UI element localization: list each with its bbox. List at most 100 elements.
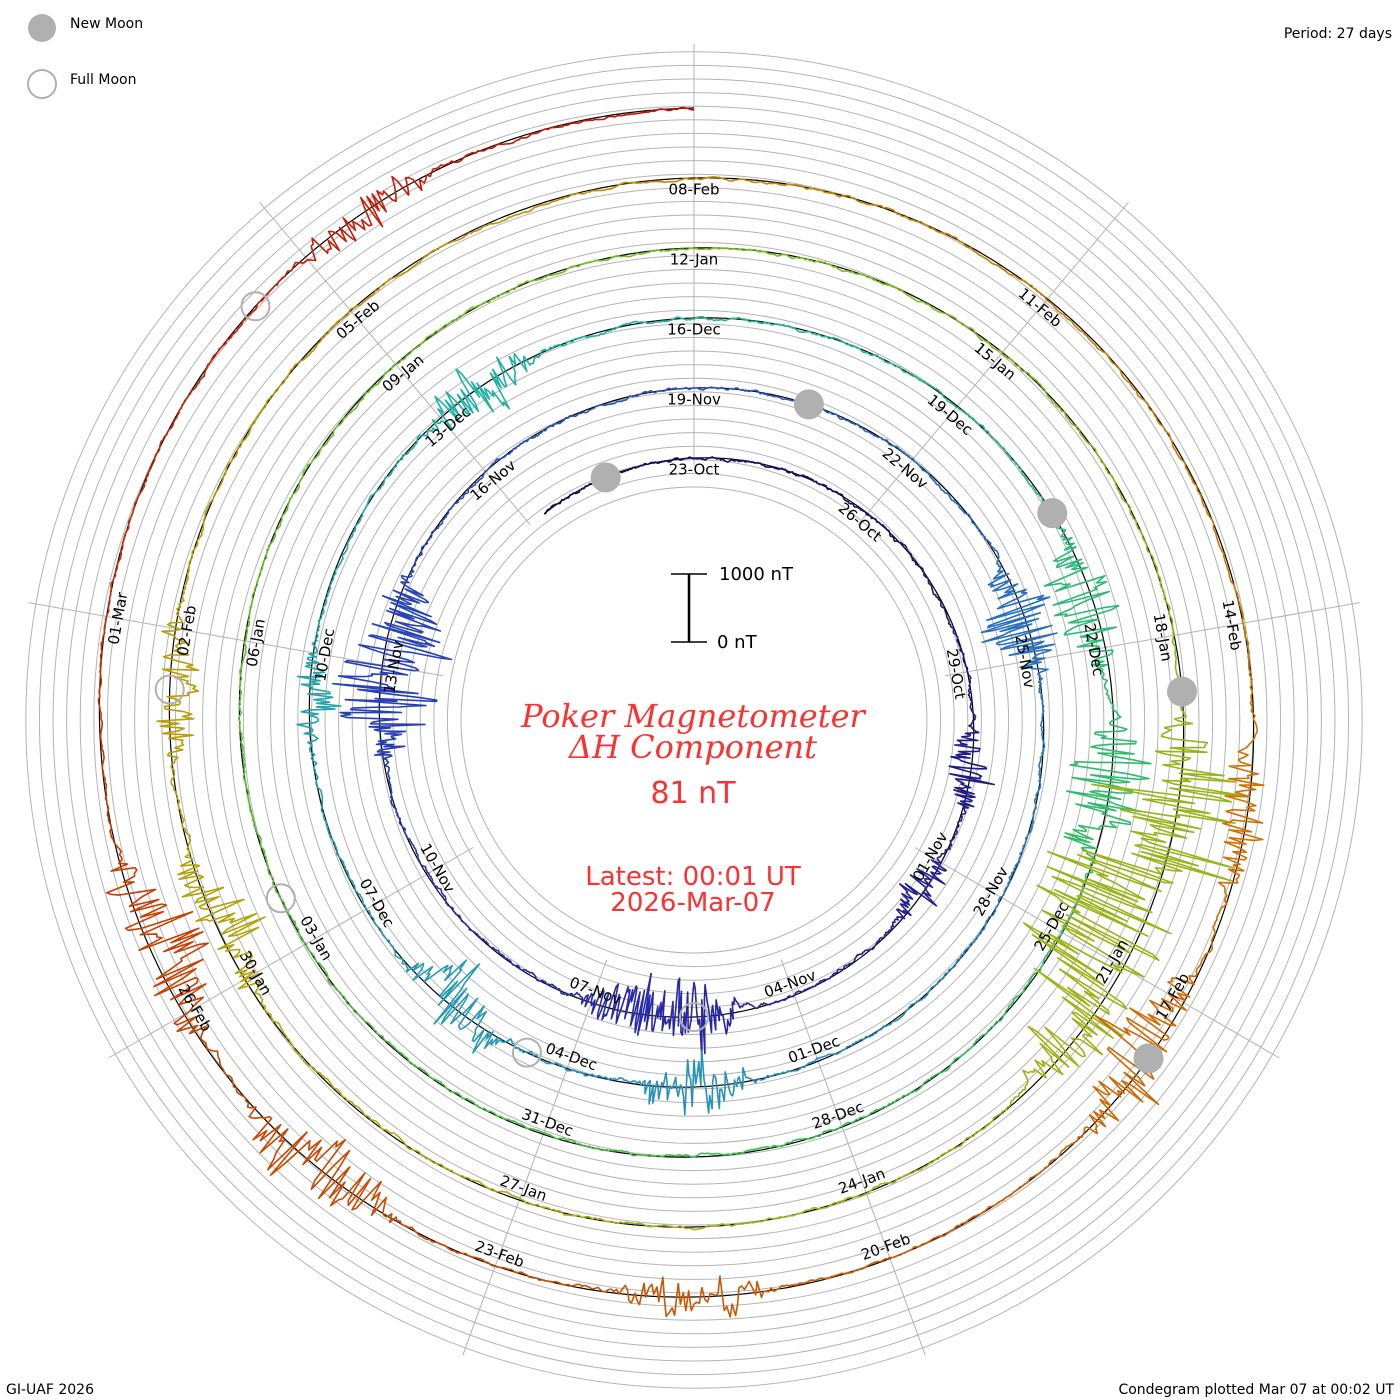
- full-moon-legend-icon: [27, 69, 57, 99]
- trace-segment: [269, 874, 297, 924]
- trace-segment: [262, 358, 305, 410]
- trace-segment: [1015, 1025, 1070, 1098]
- trace-segment: [863, 1017, 901, 1040]
- chart-title: Poker Magnetometer: [520, 697, 866, 735]
- trace-segment: [905, 547, 925, 576]
- trace-segment: [1114, 364, 1157, 419]
- trace-segment: [1091, 783, 1250, 844]
- trace-segment: [309, 750, 323, 795]
- trace-segment: [432, 881, 456, 913]
- trace-segment: [371, 589, 442, 644]
- trace-segment: [869, 276, 922, 303]
- trace-segment: [785, 1055, 826, 1074]
- trace-segment: [742, 1067, 787, 1084]
- trace-segment: [785, 983, 818, 1001]
- trace-segment: [438, 1080, 486, 1110]
- grid-radial-line: [462, 959, 608, 1356]
- trace-segment: [742, 1139, 795, 1154]
- trace-segment: [919, 1135, 972, 1171]
- trace-segment: [1189, 474, 1218, 537]
- trace-segment: [641, 177, 707, 184]
- trace-segment: [710, 386, 752, 393]
- trace-segment: [622, 461, 652, 473]
- trace-segment: [446, 1167, 505, 1193]
- trace-segment: [847, 944, 877, 966]
- trace-segment: [900, 450, 933, 479]
- trace-segment: [968, 698, 980, 734]
- trace-segment: [706, 176, 773, 185]
- date-label: 10-Dec: [311, 627, 338, 683]
- trace-segment: [390, 332, 435, 370]
- trace-segment: [817, 964, 848, 985]
- trace-segment: [102, 773, 117, 845]
- trace-segment: [341, 1172, 410, 1229]
- trace-segment: [745, 1209, 806, 1224]
- trace-segment: [1124, 501, 1152, 556]
- trace-segment: [98, 704, 105, 774]
- trace-segment: [1154, 726, 1250, 798]
- period-label: Period: 27 days: [1284, 26, 1392, 42]
- date-label: 12-Jan: [670, 251, 718, 269]
- trace-segment: [508, 348, 550, 386]
- latest-time: Latest: 00:01 UT: [585, 862, 801, 892]
- full-moon-icon: [265, 883, 296, 914]
- trace-segment: [201, 320, 244, 379]
- trace-segment: [1069, 733, 1152, 784]
- trace-segment: [202, 462, 230, 522]
- trace-segment: [574, 989, 610, 1021]
- trace-segment: [1017, 365, 1059, 408]
- trace-segment: [156, 708, 195, 773]
- trace-segment: [1063, 824, 1098, 879]
- trace-segment: [1038, 731, 1046, 773]
- trace-segment: [731, 316, 779, 326]
- trace-segment: [1036, 865, 1172, 962]
- trace-segment: [450, 997, 494, 1054]
- new-moon-icon: [1133, 1043, 1164, 1074]
- trace-segment: [751, 389, 791, 401]
- trace-segment: [262, 1004, 301, 1056]
- trace-segment: [1066, 318, 1116, 366]
- trace-segment: [544, 496, 570, 515]
- trace-segment: [400, 556, 430, 604]
- trace-segment: [1032, 772, 1042, 814]
- trace-segment: [1168, 610, 1177, 670]
- trace-segment: [939, 603, 956, 635]
- trace-segment: [778, 323, 824, 338]
- trace-segment: [1052, 588, 1120, 643]
- trace-segment: [934, 1042, 976, 1076]
- trace-segment: [757, 250, 815, 263]
- trace-segment: [638, 316, 685, 325]
- trace-segment: [306, 617, 323, 664]
- trace-segment: [1221, 800, 1264, 872]
- trace-segment: [836, 194, 900, 216]
- trace-segment: [533, 1128, 585, 1147]
- trace-segment: [1212, 868, 1245, 934]
- trace-segment: [959, 507, 988, 541]
- trace-segment: [964, 665, 972, 700]
- trace-segment: [1015, 276, 1068, 320]
- trace-segment: [466, 132, 535, 156]
- trace-segment: [890, 1074, 936, 1105]
- trace-segment: [574, 1070, 618, 1081]
- trace-segment: [228, 408, 264, 464]
- trace-segment: [433, 959, 481, 1025]
- trace-segment: [431, 388, 480, 431]
- trace-segment: [194, 886, 266, 952]
- baseline-path: [98, 107, 1255, 1298]
- date-label: 08-Feb: [668, 181, 719, 199]
- trace-segment: [677, 1275, 748, 1318]
- trace-segment: [584, 1144, 638, 1157]
- trace-segment: [163, 377, 203, 438]
- trace-segment: [515, 192, 578, 216]
- trace-segment: [986, 430, 1020, 467]
- trace-segment: [1017, 466, 1047, 507]
- full-moon-icon: [511, 1037, 542, 1068]
- date-label: 04-Dec: [543, 1039, 599, 1074]
- trace-segment: [299, 1054, 346, 1099]
- trace-segment: [330, 837, 351, 879]
- grid-ring: [460, 486, 928, 954]
- trace-segment: [958, 926, 986, 960]
- trace-segment: [342, 175, 410, 242]
- trace-segment: [504, 1191, 564, 1214]
- trace-segment: [332, 659, 438, 707]
